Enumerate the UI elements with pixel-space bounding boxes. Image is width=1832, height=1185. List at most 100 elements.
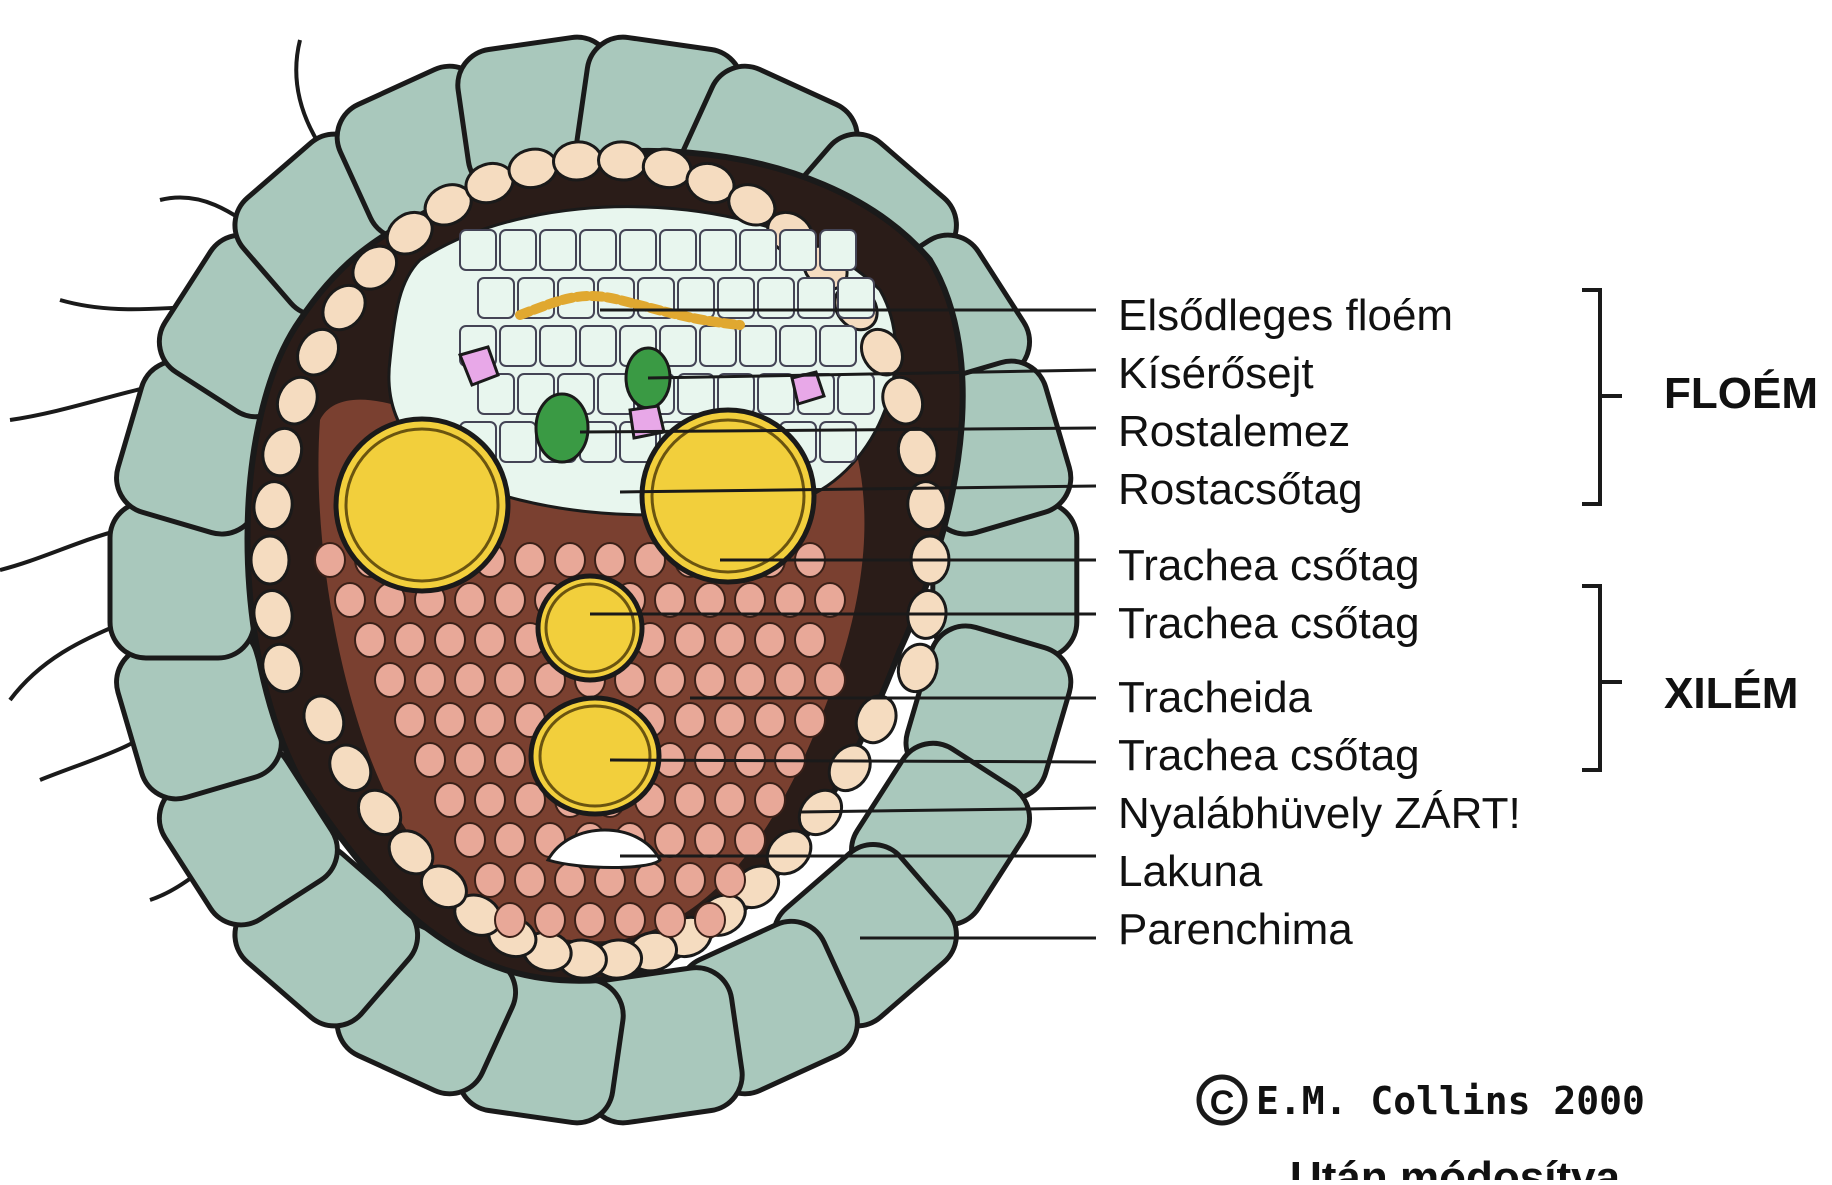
label-vessel-3: Trachea csőtag [1118,731,1420,780]
phloem-cell [500,326,536,366]
tracheid-cell [675,783,705,817]
tracheid-cell [415,663,445,697]
tracheid-cell [655,663,685,697]
copyright-text: E.M. Collins 2000 [1256,1079,1645,1123]
phloem-cell [820,230,856,270]
phloem-cell [540,230,576,270]
tracheid-cell [715,703,745,737]
labels: Elsődleges floém Kísérősejt Rostalemez R… [1118,291,1521,954]
tracheid-cell [595,543,625,577]
tracheid-cell [735,663,765,697]
tracheid-cell [495,583,525,617]
xylem-bracket [1582,586,1622,770]
tracheid-cell [335,583,365,617]
tracheid-cell [495,743,525,777]
tracheid-cell [715,863,745,897]
tracheid-cell [475,703,505,737]
label-lacuna: Lakuna [1118,847,1263,896]
tracheid-cell [555,543,585,577]
label-companion-cell: Kísérősejt [1118,349,1314,398]
label-vessel-1: Trachea csőtag [1118,541,1420,590]
phloem-cell [678,374,714,414]
phloem-cell [758,278,794,318]
tracheid-cell [655,823,685,857]
companion-cell-2 [536,394,588,462]
phloem-cell [580,230,616,270]
tracheid-cell [695,903,725,937]
vessel-large-left [336,419,508,591]
credit-text: Után módosítva [1290,1153,1621,1180]
sheath-cell [251,536,289,584]
tracheid-cell [795,623,825,657]
phloem-cell [620,230,656,270]
tracheid-cell [355,623,385,657]
tracheid-cell [435,783,465,817]
tracheid-cell [435,623,465,657]
phloem-cell [540,326,576,366]
group-label-phloem: FLOÉM [1664,368,1818,418]
phloem-cell [500,422,536,462]
phloem-cell [660,230,696,270]
tracheid-cell [375,663,405,697]
label-sieve-tube: Rostacsőtag [1118,465,1363,514]
tracheid-cell [715,623,745,657]
tracheid-cell [635,863,665,897]
tracheid-cell [495,823,525,857]
tracheid-cell [455,663,485,697]
tracheid-cell [735,583,765,617]
tracheid-cell [475,623,505,657]
tracheid-cell [755,703,785,737]
phloem-cell [798,278,834,318]
tracheid-cell [575,903,605,937]
phloem-cell [780,326,816,366]
phloem-cell [758,374,794,414]
phloem-bracket [1582,290,1622,504]
tracheid-cell [455,823,485,857]
phloem-cell [700,230,736,270]
tracheid-cell [795,703,825,737]
group-label-xylem: XILÉM [1664,668,1798,718]
phloem-cell [740,326,776,366]
tracheid-cell [615,903,645,937]
tracheid-cell [515,543,545,577]
copyright: C E.M. Collins 2000 [1199,1077,1645,1123]
tracheid-cell [815,583,845,617]
phloem-cells [460,230,874,462]
tracheid-cell [495,663,525,697]
group-brackets [1582,290,1622,770]
phloem-cell [460,230,496,270]
phloem-cell [820,326,856,366]
phloem-cell [500,230,536,270]
tracheid-cell [455,743,485,777]
tracheid-cell [475,863,505,897]
vessel-large-right [642,410,814,582]
phloem-cell [478,278,514,318]
label-tracheid: Tracheida [1118,673,1313,722]
tracheid-cell [395,623,425,657]
tracheid-cell [715,783,745,817]
phloem-cell [838,278,874,318]
tracheid-cell [435,703,465,737]
tracheid-cell [395,703,425,737]
tracheid-cell [315,543,345,577]
phloem-cell [740,230,776,270]
phloem-cell [580,326,616,366]
label-parenchyma: Parenchima [1118,905,1353,954]
vessel-lower [531,698,659,814]
tracheid-cell [735,823,765,857]
tracheid-cell [475,783,505,817]
tracheid-cell [555,863,585,897]
tracheid-cell [655,903,685,937]
pink-cell-2 [630,406,664,438]
tracheid-cell [755,783,785,817]
tracheid-cell [675,863,705,897]
label-sieve-plate: Rostalemez [1118,407,1350,456]
phloem-cell [718,278,754,318]
tracheid-cell [495,903,525,937]
tracheid-cell [455,583,485,617]
tracheid-cell [535,903,565,937]
phloem-cell [838,374,874,414]
tracheid-cell [675,703,705,737]
